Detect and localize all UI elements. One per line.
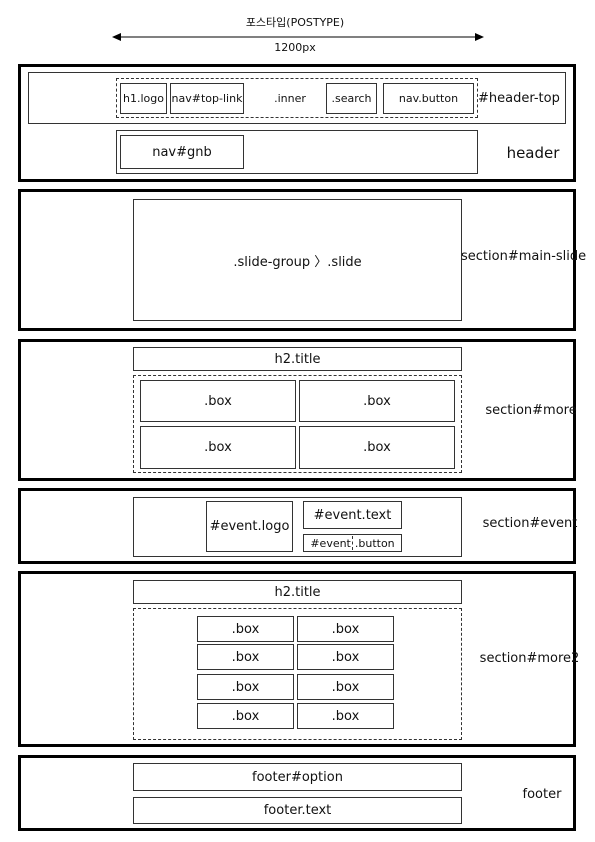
slide-block: .slide-group 〉.slide — [133, 199, 462, 321]
inner-label: .inner — [274, 91, 306, 105]
more2-box-group — [133, 608, 462, 740]
more2-box: .box — [297, 674, 394, 700]
search-block: .search — [326, 83, 377, 114]
event-button-divider — [351, 536, 354, 550]
footer-text-block: footer.text — [133, 797, 462, 824]
more2-section — [18, 571, 576, 747]
more2-box: .box — [197, 674, 294, 700]
main-slide-section — [18, 189, 576, 331]
nav-button-block: nav.button — [383, 83, 474, 114]
more2-title: h2.title — [133, 580, 462, 604]
more-box: .box — [299, 380, 455, 422]
width-value: 1200px — [274, 40, 316, 54]
more2-box: .box — [197, 703, 294, 729]
event-text-block: #event.text — [303, 501, 402, 529]
more2-label: section#more2 — [479, 650, 580, 666]
more2-box: .box — [297, 644, 394, 670]
event-section — [18, 488, 576, 564]
more-box: .box — [140, 380, 296, 422]
header-top-block — [28, 72, 566, 124]
more-section — [18, 339, 576, 481]
footer-label: footer — [522, 786, 562, 802]
header-label: header — [506, 144, 560, 162]
footer-section — [18, 755, 576, 831]
more2-box: .box — [197, 644, 294, 670]
event-logo-block: #event.logo — [206, 501, 293, 552]
event-button-part-b: .button — [354, 536, 395, 550]
event-container — [133, 497, 462, 557]
footer-option-block: footer#option — [133, 763, 462, 791]
header-top-label: #header-top — [478, 90, 560, 106]
more-title: h2.title — [133, 347, 462, 371]
more-box: .box — [140, 426, 296, 469]
more-box-group — [133, 375, 462, 473]
top-link-block: nav#top-link — [170, 83, 244, 114]
width-arrow — [112, 33, 484, 41]
main-slide-label: section#main-slide — [461, 248, 587, 264]
more-label: section#more — [485, 402, 577, 418]
width-title: 포스타입(POSTYPE) — [245, 16, 345, 29]
gnb-block: nav#gnb — [120, 135, 244, 169]
event-button-block: #event.button — [303, 534, 402, 552]
more2-box: .box — [297, 703, 394, 729]
event-label: section#event — [482, 515, 578, 531]
more2-box: .box — [197, 616, 294, 642]
event-button-part-a: #event — [310, 536, 351, 550]
logo-block: h1.logo — [120, 83, 167, 114]
more2-box: .box — [297, 616, 394, 642]
inner-container — [116, 78, 478, 118]
more-box: .box — [299, 426, 455, 469]
header-section — [18, 64, 576, 182]
